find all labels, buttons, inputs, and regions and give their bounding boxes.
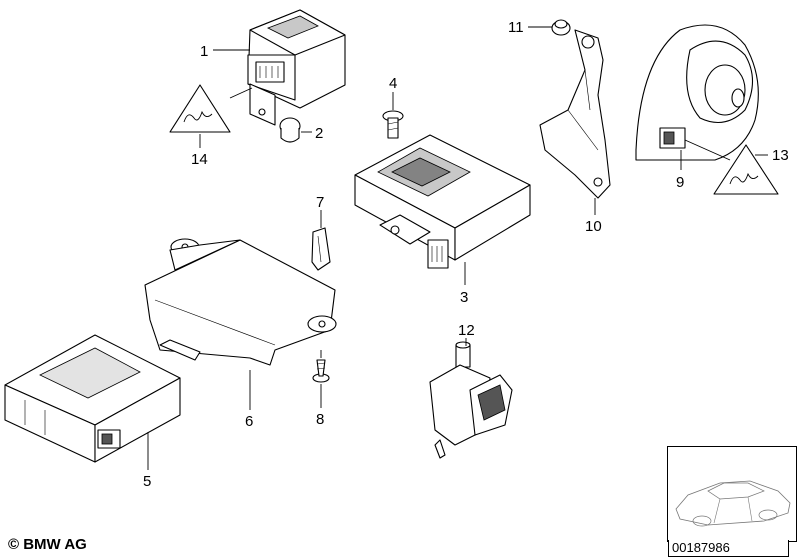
callout-9: 9 (676, 174, 684, 191)
callout-11: 11 (508, 19, 524, 36)
callout-8: 8 (316, 411, 324, 428)
callout-1: 1 (200, 43, 208, 60)
copyright-label: © BMW AG (8, 536, 87, 553)
callout-13: 13 (772, 147, 789, 164)
part-11-grommet[interactable] (551, 19, 571, 36)
document-number: 00187986 (668, 540, 789, 557)
part-12-switch[interactable] (429, 341, 513, 459)
warning-triangle-icon-14 (169, 84, 231, 133)
part-4-screw[interactable] (382, 110, 404, 139)
callout-2: 2 (315, 125, 323, 142)
part-2-cap-nut[interactable] (279, 117, 301, 143)
part-3-control-unit[interactable] (354, 134, 531, 269)
part-1-relay-module[interactable] (247, 9, 346, 126)
callout-4: 4 (389, 75, 397, 92)
callout-10: 10 (585, 218, 602, 235)
car-outline-icon (675, 480, 791, 527)
callout-14: 14 (191, 151, 208, 168)
warning-triangle-icon-13 (713, 144, 779, 195)
part-7-clip[interactable] (311, 227, 331, 271)
callout-12: 12 (458, 322, 475, 339)
part-10-bracket[interactable] (539, 29, 611, 199)
callout-3: 3 (460, 289, 468, 306)
part-6-bracket-tray[interactable] (144, 238, 337, 366)
callout-6: 6 (245, 413, 253, 430)
callout-5: 5 (143, 473, 151, 490)
part-5-module-box[interactable] (4, 334, 181, 463)
callout-7: 7 (316, 194, 324, 211)
part-8-screw[interactable] (312, 350, 330, 383)
vehicle-thumbnail (667, 446, 797, 542)
part-9-horn[interactable] (635, 24, 759, 161)
